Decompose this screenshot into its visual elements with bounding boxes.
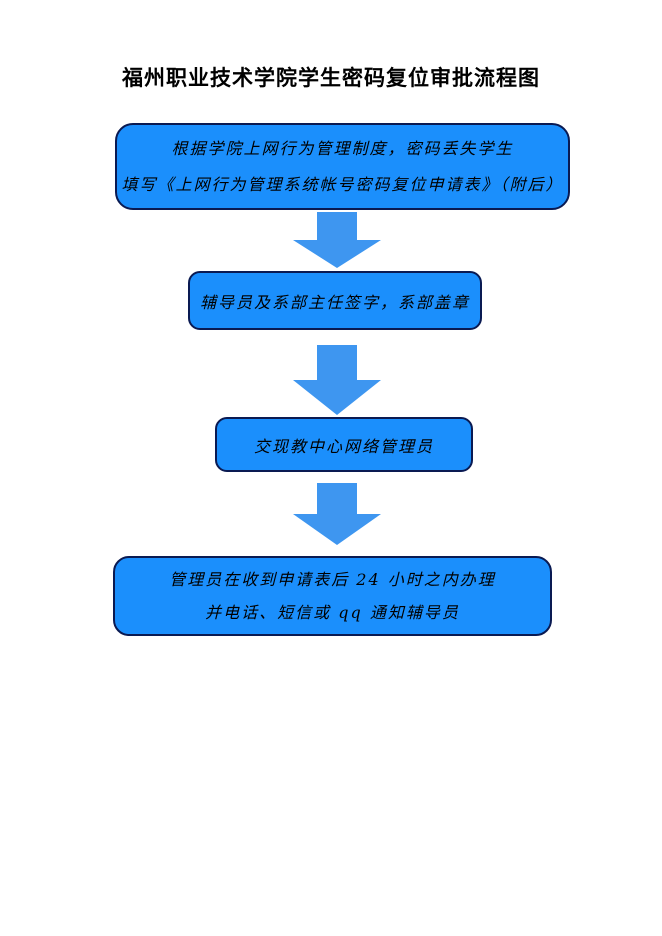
flow-step-submit-to-admin: 交现教中心网络管理员 [215, 417, 473, 472]
page-title: 福州职业技术学院学生密码复位审批流程图 [122, 65, 540, 90]
flow-step-text: 管理员在收到申请表后 24 小时之内办理 [169, 570, 496, 589]
flow-step-processing-notify: 管理员在收到申请表后 24 小时之内办理 并电话、短信或 qq 通知辅导员 [113, 556, 552, 636]
flow-step-text: 并电话、短信或 qq 通知辅导员 [205, 603, 460, 622]
flow-step-text: 根据学院上网行为管理制度，密码丢失学生 [171, 138, 514, 158]
flow-step-text: 填写《上网行为管理系统帐号密码复位申请表》（附后） [121, 174, 564, 194]
flow-step-text: 辅导员及系部主任签字，系部盖章 [199, 292, 470, 312]
down-arrow-icon [293, 483, 381, 545]
flow-step-fill-application: 根据学院上网行为管理制度，密码丢失学生 填写《上网行为管理系统帐号密码复位申请表… [115, 123, 570, 210]
flow-step-text: 交现教中心网络管理员 [253, 436, 434, 456]
down-arrow-icon [293, 345, 381, 415]
flow-step-signatures: 辅导员及系部主任签字，系部盖章 [188, 271, 482, 330]
down-arrow-icon [293, 212, 381, 268]
